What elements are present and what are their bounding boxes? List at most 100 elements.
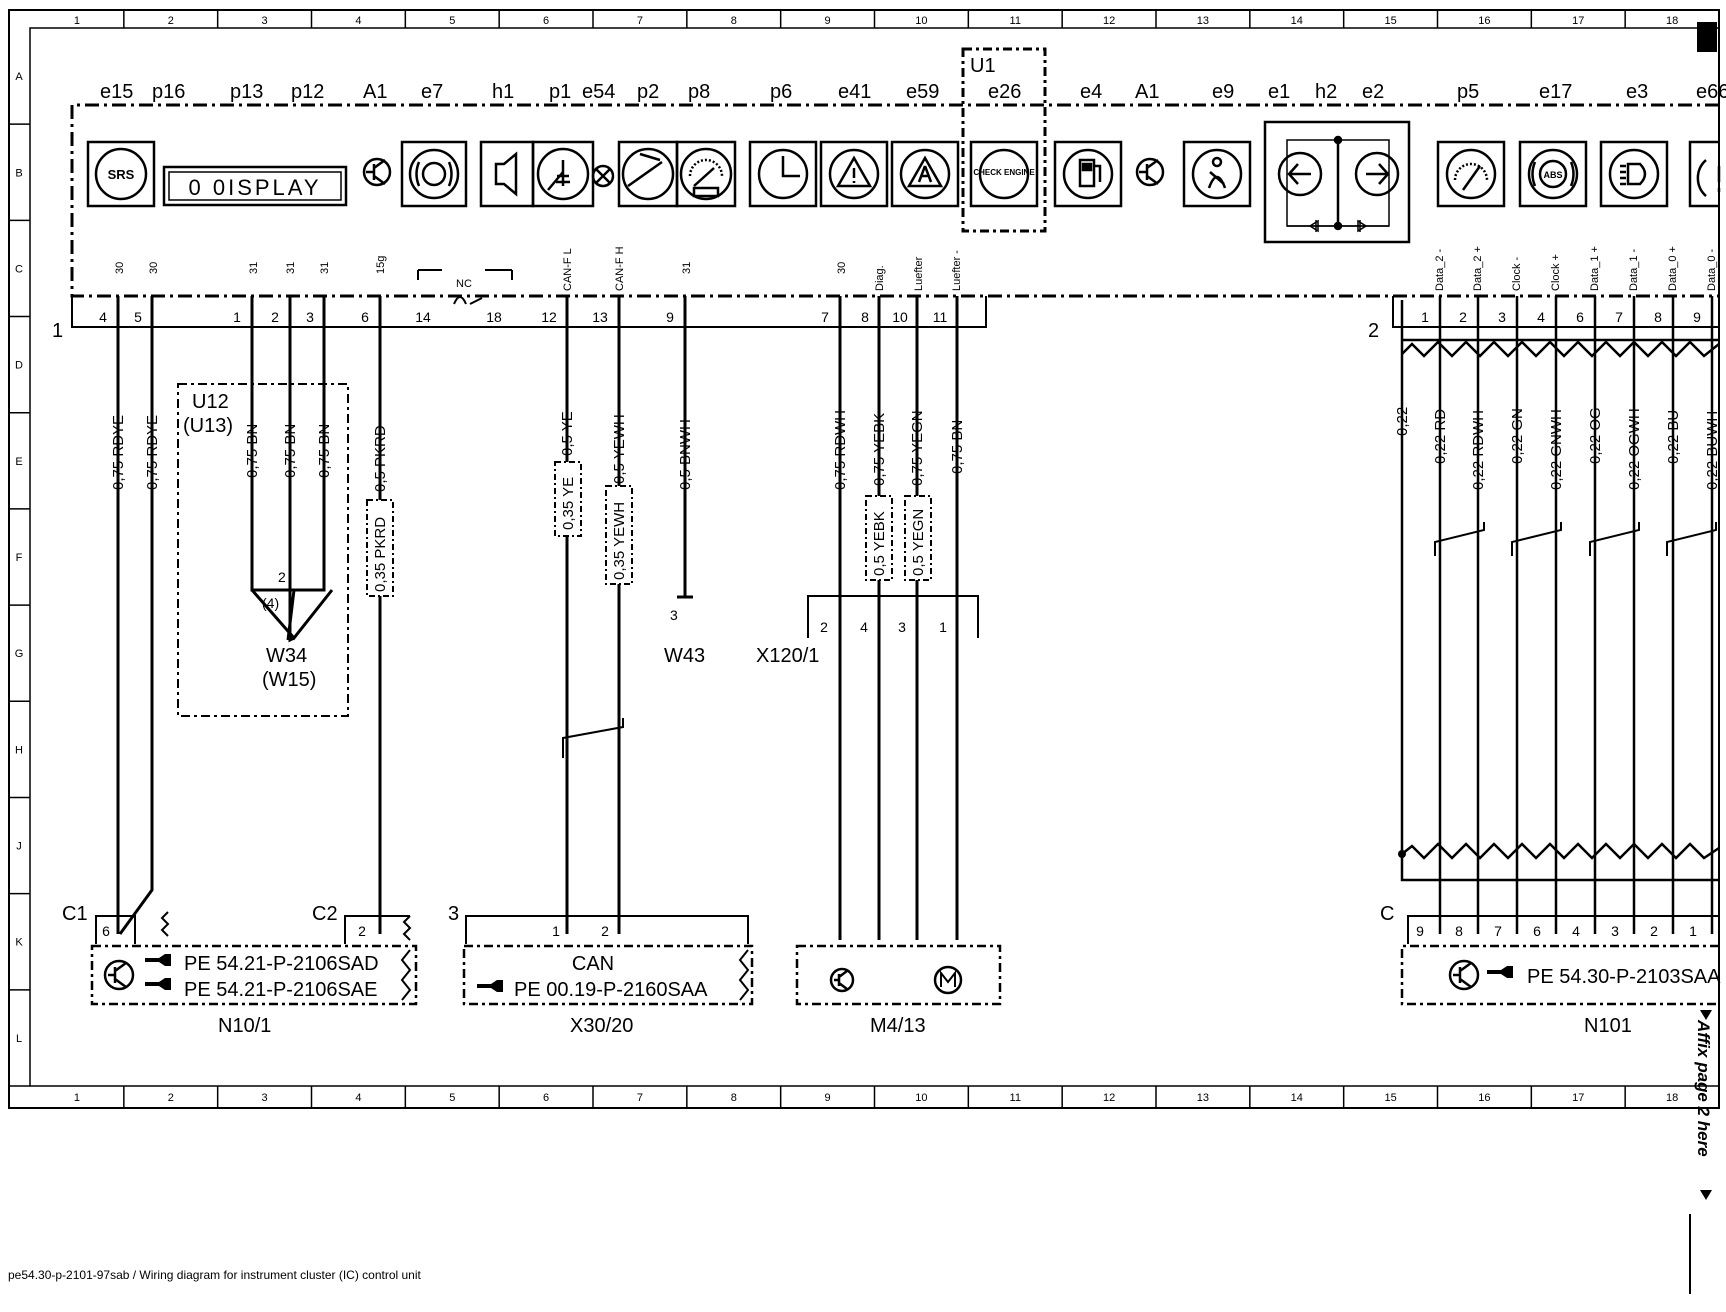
pin-func: Data_1 + [1589,246,1601,291]
tachometer-icon [675,140,737,208]
speedometer-icon [1436,140,1506,208]
reference-icon [477,980,503,992]
label-p8: p8 [688,81,710,103]
wire-label: 0,22 GNWH [1548,409,1565,490]
pin-func: 30 [148,262,160,274]
label-a1-right: A1 [1135,81,1159,103]
label-e15: e15 [100,81,133,103]
pin-func: 30 [114,262,126,274]
corner-mark [1697,22,1717,52]
label-e3: e3 [1626,81,1648,103]
label-e41: e41 [838,81,871,103]
wire-label: 0,75 BN [244,424,261,478]
wires-right [1400,296,1720,934]
label-p5: p5 [1457,81,1479,103]
grid-col-top: 11 [1010,15,1021,27]
label-p2: p2 [637,81,659,103]
grid-row-label: D [15,360,23,372]
turn-signal-icon [1263,120,1411,244]
pin-number: 1 [1421,309,1429,325]
grid-col-bottom: 11 [1010,1092,1021,1104]
pin-number: 10 [892,309,908,325]
n10-ref-1: PE 54.21-P-2106SAD [184,953,379,975]
affix-note: Affix page 2 here [1694,1019,1713,1157]
grid-row-label: F [16,552,23,564]
pin-number: 9 [666,309,674,325]
alt-wire-labels: 0,35 PKRD 0,35 YE 0,35 YEWH 0,5 YEBK 0,5… [372,477,927,592]
label-e54: e54 [582,81,615,103]
wire-label: 0,75 RDWH [832,410,849,490]
grid-col-top: 9 [825,15,831,27]
wire-label: 0,75 RDYE [110,415,127,490]
wire-label-alt: 0,35 YEWH [611,502,628,580]
pin-number: 7 [1615,309,1623,325]
wire-label-alt: 0,5 YEGN [910,509,927,576]
pin-function-labels-right: Data_2 - Data_2 + Clock - Clock + Data_1… [1434,246,1718,291]
grid-col-top: 16 [1478,15,1490,27]
wire-label: 0,5 BNWH [677,419,694,490]
srs-icon [86,140,156,208]
w43-pin: 3 [670,607,678,623]
n10-label: N10/1 [218,1015,271,1037]
wire-label: 0,22 OG [1587,407,1604,464]
abs-warning-icon [1518,140,1588,208]
pin-number: 4 [99,309,107,325]
n10-ref-2: PE 54.21-P-2106SAE [184,979,377,1001]
u1-label: U1 [970,55,996,77]
wire-labels-left: 0,75 RDYE 0,75 RDYE 0,75 BN 0,75 BN 0,75… [110,410,966,492]
wire-label: 0,75 BN [949,420,966,474]
reference-icon [1487,966,1513,978]
grid-col-top: 14 [1291,15,1303,27]
n10-box [90,944,418,1006]
m4-transistor-icon [829,967,855,993]
wire-labels-right: 0,22 0,22 RD 0,22 RDWH 0,22 GN 0,22 GNWH… [1394,407,1721,490]
label-h1: h1 [492,81,514,103]
x30-label: X30/20 [570,1015,633,1037]
x30-pin: 2 [601,923,609,939]
grid-col-top: 18 [1666,15,1678,27]
pin-number: 5 [134,309,142,325]
n10-connectors [95,911,412,944]
wire-label: 0,5 YEWH [611,414,628,484]
x30-pin: 1 [552,923,560,939]
pin-number: 12 [541,309,557,325]
wire-label: 0,5 YE [559,411,576,456]
pin-number: 2 [271,309,279,325]
pin-number: 4 [1537,309,1545,325]
label-e66: e66 [1696,81,1726,103]
u13-label: (U13) [183,415,233,437]
pin-number: 18 [486,309,502,325]
pin-number: 8 [861,309,869,325]
pin-func: CAN-F H [614,246,626,291]
label-p1: p1 [549,81,571,103]
grid-row-label: G [15,648,24,660]
fuel-reserve-icon [1053,140,1123,208]
grid-col-bottom: 13 [1197,1092,1209,1104]
grid-col-bottom: 1 [74,1092,80,1104]
u1-box [961,47,1047,233]
x120-pin: 1 [939,619,947,635]
grid-col-bottom: 7 [637,1092,643,1104]
connector-1-outline [71,296,987,328]
clock-icon [748,140,818,208]
hazard-icon [819,140,889,208]
grid-col-bottom: 8 [731,1092,737,1104]
grid-col-bottom: 17 [1572,1092,1584,1104]
label-e1: e1 [1268,81,1290,103]
grid-col-top: 4 [355,15,361,27]
n10-break-mark [400,949,412,1001]
transistor-icon [362,157,392,187]
pin-number: 14 [415,309,431,325]
wire-label: 0,22 GN [1509,408,1526,464]
w15-label: (W15) [262,669,316,691]
pin-number: 13 [592,309,608,325]
pin-number: 3 [306,309,314,325]
pin-func: Luefter - [951,250,963,291]
n101-pin: 4 [1572,923,1580,939]
w34-pin-alt: (4) [262,595,279,611]
display-text: 0 0ISPLAY [189,175,322,200]
grid-row-label: K [15,937,23,949]
wire-label: 0,75 YEBK [871,413,888,486]
grid-col-top: 5 [449,15,455,27]
wire-label: 0,22 BU [1665,410,1682,464]
